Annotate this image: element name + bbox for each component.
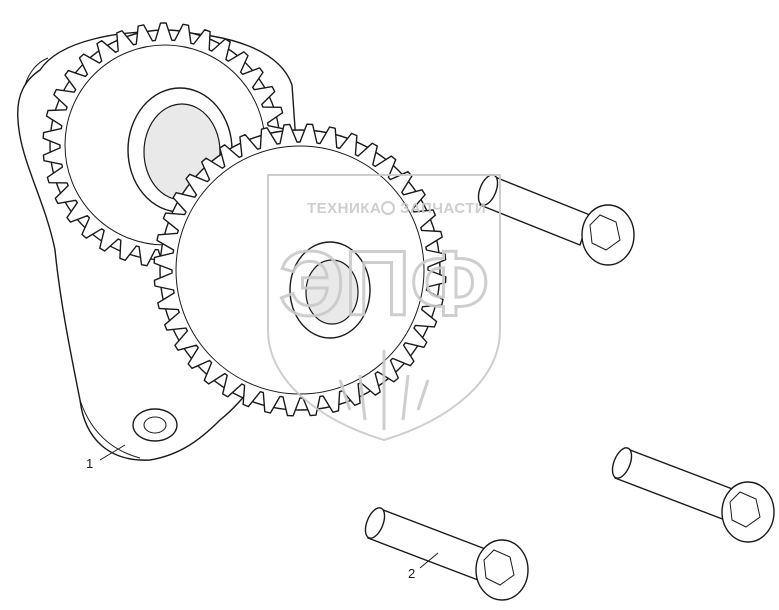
bolt-upper	[477, 174, 635, 266]
gear-icon	[381, 201, 395, 215]
watermark-logo-text: ЭПФ	[279, 233, 489, 335]
callout-label-1: 1	[86, 456, 93, 471]
watermark-text-left: ТЕХНИКА	[307, 200, 381, 217]
callout-1: 1	[86, 444, 126, 471]
watermark-text-right: ЗАПЧАСТИ	[400, 200, 486, 217]
callout-2: 2	[408, 552, 439, 581]
watermark-logo: ТЕХНИКА ЗАПЧАСТИ ЭПФ	[267, 174, 501, 442]
callout-label-2: 2	[408, 566, 415, 581]
bolt-lower	[364, 507, 529, 601]
bolt-right	[611, 447, 775, 543]
driven-gear	[153, 123, 447, 417]
